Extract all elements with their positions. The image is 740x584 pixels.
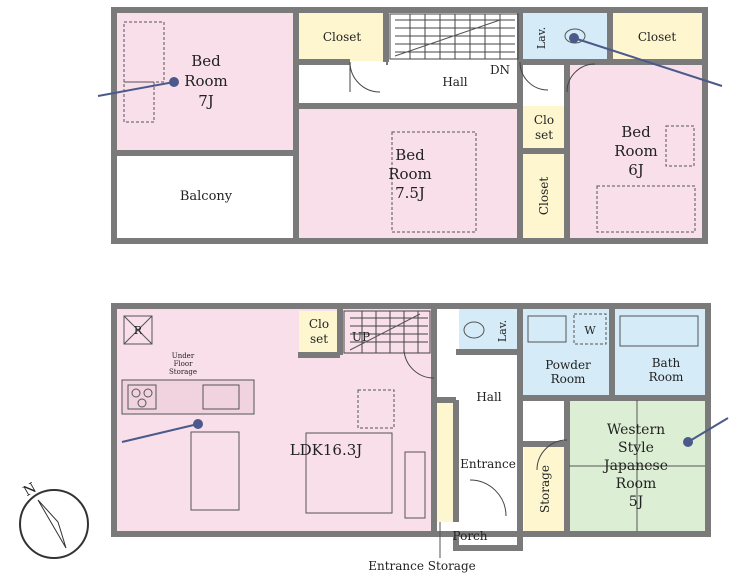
bath-fill — [614, 309, 705, 397]
door-arc-bed6j — [566, 63, 596, 93]
entrance-storage-fill — [436, 402, 456, 522]
bed-7j-label-1: Bed — [191, 52, 221, 70]
washbasin — [527, 315, 567, 343]
bed-6j-label-1: Bed — [621, 123, 651, 141]
ldk-fill — [117, 309, 432, 531]
entrance-label: Entrance — [460, 457, 516, 471]
door-arc-hall — [403, 349, 435, 379]
entrance-storage-label: Entrance Storage — [368, 559, 476, 573]
closet-small-fill — [522, 106, 565, 149]
second-floor-inner-walls — [114, 10, 702, 241]
hall-upper-label: Hall — [442, 75, 467, 89]
storage-lower-label: Storage — [538, 465, 552, 513]
closet-lower-label-1: Clo — [309, 317, 329, 331]
closet-left-label: Closet — [323, 30, 362, 44]
pointer-dot-bed7j — [169, 77, 179, 87]
porch-label: Porch — [453, 529, 488, 543]
closet-vertical-label: Closet — [537, 177, 551, 216]
desk-6j — [665, 125, 695, 167]
bedroom-6j-fill — [569, 62, 702, 238]
hall-upper-fill — [388, 62, 520, 104]
porch-outline — [453, 534, 523, 551]
bath-label-1: Bath — [652, 356, 681, 370]
closet-left-fill — [298, 13, 386, 61]
lav-lower-fill — [459, 309, 519, 351]
pointer-dot-kitchen — [193, 419, 203, 429]
bed-75j-label-1: Bed — [395, 146, 425, 164]
dining-table — [190, 431, 240, 511]
bed-75j-label-2: Room — [388, 165, 432, 183]
bedroom-75j-fill — [298, 106, 517, 238]
coffee-table — [357, 389, 395, 429]
japanese-label-2: Style — [618, 440, 654, 456]
r-box — [123, 315, 153, 345]
door-arc-entrance — [469, 479, 507, 517]
stove — [127, 384, 157, 410]
sink — [202, 384, 240, 410]
japanese-label-4: Room — [616, 476, 657, 492]
balcony-label: Balcony — [180, 189, 233, 204]
first-floor-inner-walls — [298, 306, 708, 534]
closet-lower-fill — [299, 311, 340, 353]
kitchen-counter — [121, 379, 255, 415]
powder-fill — [522, 309, 612, 397]
view-pointers — [97, 33, 729, 447]
washer — [573, 313, 607, 345]
compass-ring — [19, 489, 89, 559]
hall-lower-label: Hall — [476, 390, 501, 404]
bed-6j-label-3: 6J — [628, 161, 644, 179]
ldk-label: LDK16.3J — [290, 441, 363, 459]
door-arc-japanese — [536, 439, 568, 471]
lav-lower-label: Lav. — [496, 320, 509, 342]
closet-vertical-fill — [522, 153, 565, 238]
first-floor-outline — [111, 303, 711, 537]
storage-lower-fill — [524, 447, 566, 531]
stairs-upper — [389, 13, 519, 60]
door-arc-bed7j — [349, 61, 381, 93]
door-arc-lav — [519, 61, 549, 91]
compass: N — [19, 480, 89, 559]
bed-75j-label-3: 7.5J — [395, 184, 425, 202]
under-floor-label-1: Under — [172, 352, 195, 360]
bed-7j-label-2: Room — [184, 72, 228, 90]
powder-label-2: Room — [551, 372, 586, 386]
desk-7j — [123, 81, 155, 123]
second-floor: Bed Room 7J Bed Room 7.5J Bed Room 6J Cl… — [111, 7, 708, 244]
japanese-label-5: 5J — [629, 494, 644, 510]
under-floor-label-3: Storage — [169, 368, 197, 376]
r-mark: R — [134, 324, 143, 337]
tv-board — [404, 451, 426, 519]
dn-label: DN — [490, 63, 510, 77]
japanese-label-1: Western — [607, 422, 665, 438]
japanese-label-3: Japanese — [602, 458, 668, 474]
tatami-lines — [569, 400, 705, 531]
w-mark: W — [584, 324, 596, 337]
bed-7j-label-3: 7J — [198, 92, 214, 110]
balcony-fill — [117, 155, 294, 238]
stairs-lower — [343, 310, 431, 354]
first-floor: LDK16.3J R Under Floor Storage Clo set U… — [111, 303, 711, 573]
bath-label-2: Room — [649, 370, 684, 384]
lav-upper-label: Lav. — [535, 27, 548, 49]
powder-label-1: Powder — [545, 358, 591, 372]
closet-small-label-2: set — [535, 128, 553, 142]
pointer-dot-lav — [569, 33, 579, 43]
closet-right-fill — [612, 13, 702, 62]
bed-6j-label-2: Room — [614, 142, 658, 160]
bed-furniture-75j — [391, 131, 477, 233]
under-floor-label-2: Floor — [174, 360, 194, 368]
second-floor-outline — [111, 7, 708, 244]
up-label: UP — [352, 330, 370, 344]
sofa — [305, 432, 393, 514]
closet-small-label-1: Clo — [534, 113, 554, 127]
bed-furniture-6j — [596, 185, 696, 233]
pointer-dot-japanese — [683, 437, 693, 447]
bathtub — [619, 315, 699, 347]
toilet-upper — [564, 28, 586, 44]
compass-n-label: N — [21, 480, 40, 500]
toilet-lower — [463, 321, 485, 339]
closet-right-label: Closet — [638, 30, 677, 44]
closet-lower-label-2: set — [310, 332, 328, 346]
